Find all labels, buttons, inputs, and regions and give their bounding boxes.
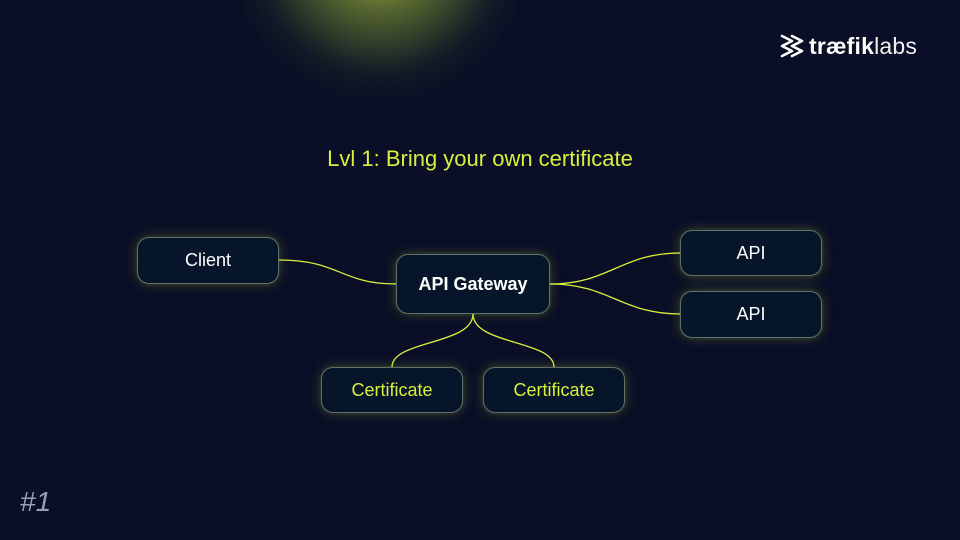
certificate-node-2: Certificate bbox=[483, 367, 625, 413]
slide-title: Lvl 1: Bring your own certificate bbox=[327, 146, 633, 171]
connector-gateway-api-2 bbox=[549, 283, 682, 315]
logo-text-labs: labs bbox=[874, 33, 918, 59]
client-node: Client bbox=[137, 237, 279, 284]
certificate-node-1: Certificate bbox=[321, 367, 463, 413]
connector-gateway-certificate-1 bbox=[391, 313, 474, 368]
logo-text-traefik: træfik bbox=[809, 33, 875, 59]
page-number: #1 bbox=[20, 486, 52, 517]
connector-gateway-api-1 bbox=[549, 252, 682, 285]
connector-client-gateway bbox=[278, 259, 398, 285]
api-node-2: API bbox=[680, 291, 822, 338]
traefik-labs-logo: træfiklabs bbox=[779, 31, 917, 61]
api-node-1: API bbox=[680, 230, 822, 276]
api-gateway-node: API Gateway bbox=[396, 254, 550, 314]
traefik-mark-icon bbox=[780, 34, 804, 58]
logo-wordmark: træfiklabs bbox=[809, 31, 917, 61]
connector-gateway-certificate-2 bbox=[472, 313, 555, 368]
